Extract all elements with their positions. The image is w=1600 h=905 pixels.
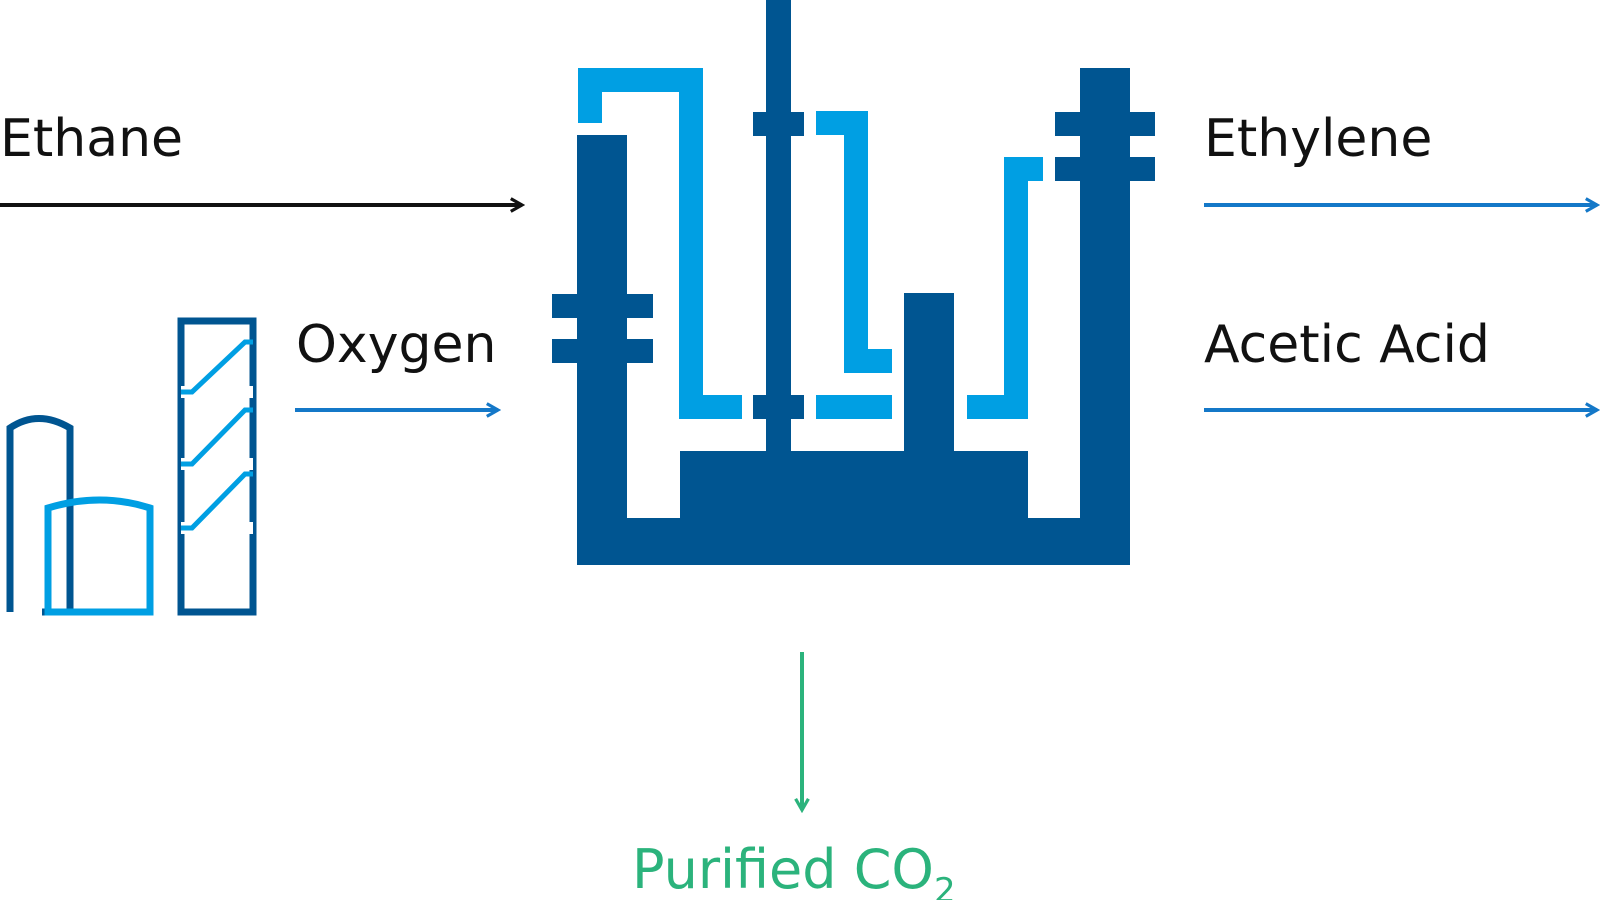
left-flange-top <box>552 294 653 318</box>
light-pipe-center <box>816 111 892 373</box>
right-column <box>1080 68 1130 538</box>
ethane-label: Ethane <box>0 109 183 169</box>
center-shaft <box>766 0 791 454</box>
plant-tray-2 <box>181 407 253 467</box>
left-column <box>577 135 627 535</box>
plant-tray-3 <box>181 471 253 531</box>
shaft-flange-bottom <box>753 395 804 419</box>
light-pipe-right <box>967 157 1043 419</box>
oxygen-label: Oxygen <box>296 315 496 375</box>
plant-vessel-outline <box>44 496 154 616</box>
purified-co2-text: Purified CO <box>632 838 934 900</box>
center-column <box>904 293 954 463</box>
right-flange-bottom <box>1055 157 1155 181</box>
left-flange-bottom <box>552 339 653 363</box>
purified-co2-label: Purified CO2 <box>632 838 956 900</box>
reactor-process-icon <box>552 0 1155 565</box>
oxygen-plant-icon <box>6 317 257 616</box>
acetic-acid-label: Acetic Acid <box>1204 315 1490 375</box>
plant-tank-outline <box>6 415 74 616</box>
purified-co2-subscript: 2 <box>934 871 956 900</box>
shaft-flange-top <box>753 112 804 136</box>
light-pipe-left <box>578 68 742 419</box>
reactor-basin-fill <box>680 451 1028 531</box>
light-pipe-center-stub <box>816 395 892 419</box>
plant-tray-1 <box>181 339 253 395</box>
right-flange-top <box>1055 112 1155 136</box>
ethylene-label: Ethylene <box>1204 109 1432 169</box>
